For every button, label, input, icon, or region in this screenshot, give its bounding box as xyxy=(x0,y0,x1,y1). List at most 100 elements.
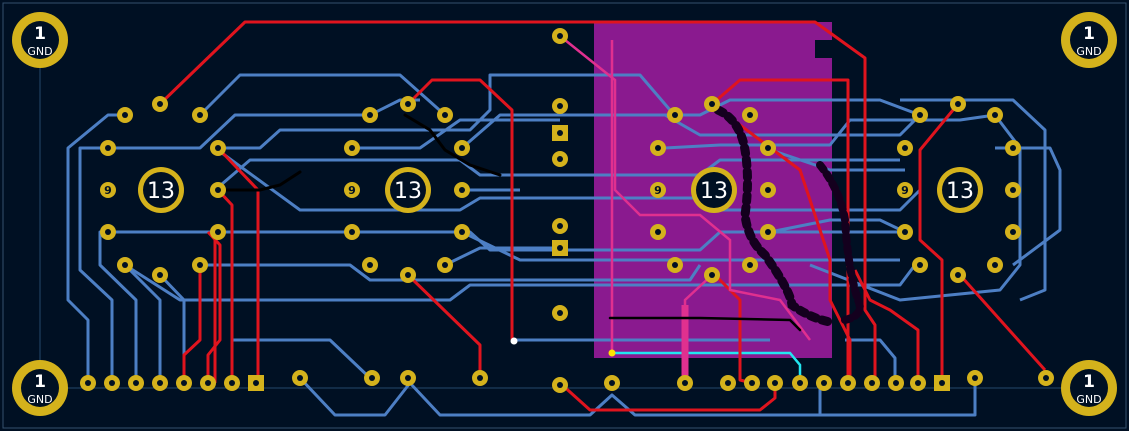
pad[interactable] xyxy=(80,375,96,391)
pad[interactable] xyxy=(117,107,133,123)
pad[interactable] xyxy=(100,140,116,156)
pad[interactable] xyxy=(552,218,568,234)
pad[interactable] xyxy=(967,370,983,386)
pad[interactable] xyxy=(152,96,168,112)
pad[interactable] xyxy=(454,182,470,198)
pad[interactable] xyxy=(364,370,380,386)
pad[interactable] xyxy=(888,375,904,391)
pad[interactable] xyxy=(292,370,308,386)
pad[interactable] xyxy=(792,375,808,391)
pad[interactable] xyxy=(742,257,758,273)
pad[interactable] xyxy=(840,375,856,391)
pad[interactable] xyxy=(704,96,720,112)
pad[interactable] xyxy=(667,107,683,123)
pad[interactable] xyxy=(677,375,693,391)
pad[interactable] xyxy=(362,257,378,273)
square-pad[interactable] xyxy=(552,240,568,256)
pad[interactable] xyxy=(760,182,776,198)
pad[interactable] xyxy=(176,375,192,391)
digit-pad-2[interactable]: 13 xyxy=(385,167,431,213)
pad[interactable] xyxy=(1005,140,1021,156)
digit-pad-1[interactable]: 13 xyxy=(138,167,184,213)
pad[interactable] xyxy=(362,107,378,123)
pad[interactable] xyxy=(760,224,776,240)
pad[interactable] xyxy=(897,140,913,156)
digit-pad-number: 13 xyxy=(394,179,422,204)
pad[interactable] xyxy=(742,107,758,123)
pad[interactable] xyxy=(912,257,928,273)
pad[interactable] xyxy=(104,375,120,391)
pad[interactable] xyxy=(437,257,453,273)
mount-hole-number: 1 xyxy=(34,372,46,392)
pad[interactable] xyxy=(1005,182,1021,198)
pad[interactable] xyxy=(152,375,168,391)
pad[interactable] xyxy=(552,98,568,114)
pin-number-label: 9 xyxy=(654,184,662,197)
pad[interactable] xyxy=(760,140,776,156)
pad[interactable] xyxy=(100,224,116,240)
pad[interactable] xyxy=(950,267,966,283)
pad[interactable] xyxy=(344,224,360,240)
pad[interactable] xyxy=(454,224,470,240)
pad[interactable] xyxy=(987,257,1003,273)
pad[interactable] xyxy=(117,257,133,273)
pad[interactable] xyxy=(400,267,416,283)
digit-pad-number: 13 xyxy=(147,179,175,204)
digit-pad-3[interactable]: 13 xyxy=(691,167,737,213)
pad[interactable] xyxy=(210,182,226,198)
pad[interactable] xyxy=(552,305,568,321)
pad[interactable] xyxy=(210,224,226,240)
pad[interactable] xyxy=(604,375,620,391)
square-pad[interactable] xyxy=(248,375,264,391)
pad[interactable]: 9 xyxy=(650,182,666,198)
cyan-trace xyxy=(612,351,802,383)
pad[interactable] xyxy=(650,140,666,156)
pad[interactable] xyxy=(950,96,966,112)
pad[interactable] xyxy=(128,375,144,391)
pad[interactable] xyxy=(152,267,168,283)
pad[interactable] xyxy=(192,107,208,123)
pad[interactable] xyxy=(667,257,683,273)
pad[interactable] xyxy=(1005,224,1021,240)
pad[interactable]: 9 xyxy=(897,182,913,198)
pad[interactable] xyxy=(1038,370,1054,386)
pad[interactable] xyxy=(200,375,216,391)
pad[interactable] xyxy=(400,96,416,112)
via[interactable] xyxy=(510,337,518,345)
pad[interactable] xyxy=(720,375,736,391)
pad[interactable] xyxy=(552,151,568,167)
pad[interactable] xyxy=(344,140,360,156)
pad[interactable] xyxy=(192,257,208,273)
pad[interactable] xyxy=(864,375,880,391)
pad-layer: 9 9 9 9 xyxy=(80,28,1054,393)
pad[interactable]: 9 xyxy=(100,182,116,198)
pad[interactable] xyxy=(454,140,470,156)
pad[interactable] xyxy=(437,107,453,123)
pad[interactable] xyxy=(224,375,240,391)
pad[interactable] xyxy=(552,28,568,44)
pad[interactable]: 9 xyxy=(344,182,360,198)
pad[interactable] xyxy=(472,370,488,386)
pad[interactable] xyxy=(744,375,760,391)
via[interactable] xyxy=(608,349,616,357)
pad[interactable] xyxy=(910,375,926,391)
pad[interactable] xyxy=(400,370,416,386)
marker-annotation xyxy=(213,105,864,332)
pad[interactable] xyxy=(816,375,832,391)
pad[interactable] xyxy=(650,224,666,240)
digit-pad-4[interactable]: 13 xyxy=(937,167,983,213)
pad[interactable] xyxy=(987,107,1003,123)
square-pad[interactable] xyxy=(934,375,950,391)
pad[interactable] xyxy=(210,140,226,156)
square-pad[interactable] xyxy=(552,125,568,141)
pad[interactable] xyxy=(897,224,913,240)
pad[interactable] xyxy=(767,375,783,391)
pad[interactable] xyxy=(552,377,568,393)
pad[interactable] xyxy=(912,107,928,123)
pad[interactable] xyxy=(704,267,720,283)
